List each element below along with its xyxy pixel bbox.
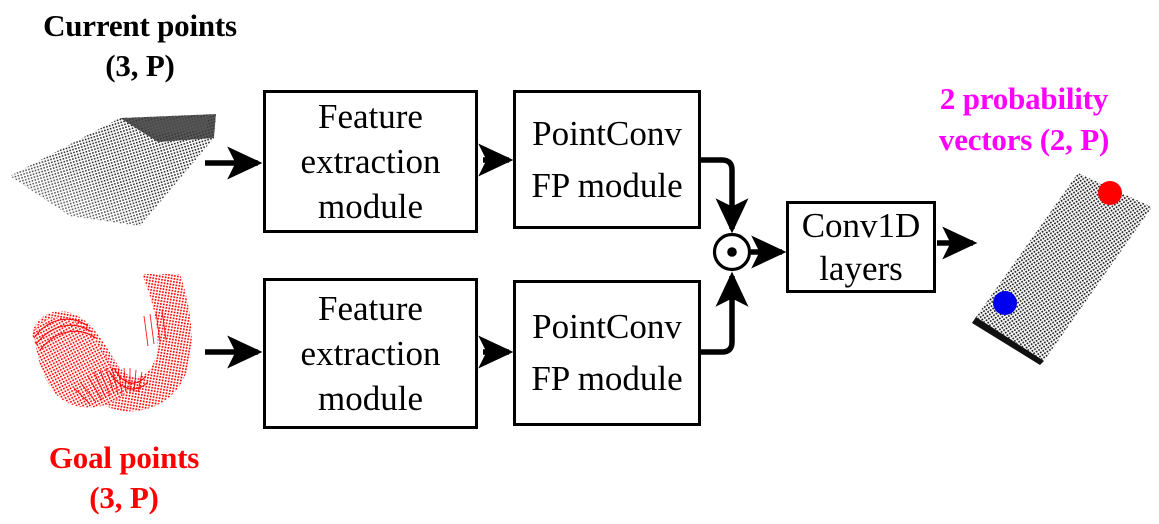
pointconv-fp-module-top[interactable]: PointConv FP module — [513, 90, 701, 229]
current-points-cloud — [10, 114, 216, 226]
feature-extraction-module-top[interactable]: Feature extraction module — [263, 90, 478, 233]
goal-points-cloud — [32, 274, 192, 412]
goal-points-label: Goal points (3, P) — [48, 440, 200, 515]
feature-extraction-module-bottom[interactable]: Feature extraction module — [263, 278, 478, 429]
pointconv-fp-module-bottom[interactable]: PointConv FP module — [513, 280, 701, 426]
arrow-pointconv-top-to-merge — [701, 157, 749, 234]
conv1d-layers-box[interactable]: Conv1D layers — [786, 201, 936, 293]
element-wise-product-node[interactable] — [712, 232, 752, 272]
output-probability-vectors-label: 2 probability vectors (2, P) — [938, 81, 1110, 157]
current-points-label: Current points (3, P) — [43, 8, 237, 83]
output-cloth-cloud — [972, 173, 1152, 365]
pick-point-red-marker — [1098, 181, 1122, 205]
place-point-blue-marker — [993, 291, 1017, 315]
arrow-pointconv-bottom-to-merge — [701, 271, 749, 355]
element-wise-product-dot — [727, 247, 737, 257]
